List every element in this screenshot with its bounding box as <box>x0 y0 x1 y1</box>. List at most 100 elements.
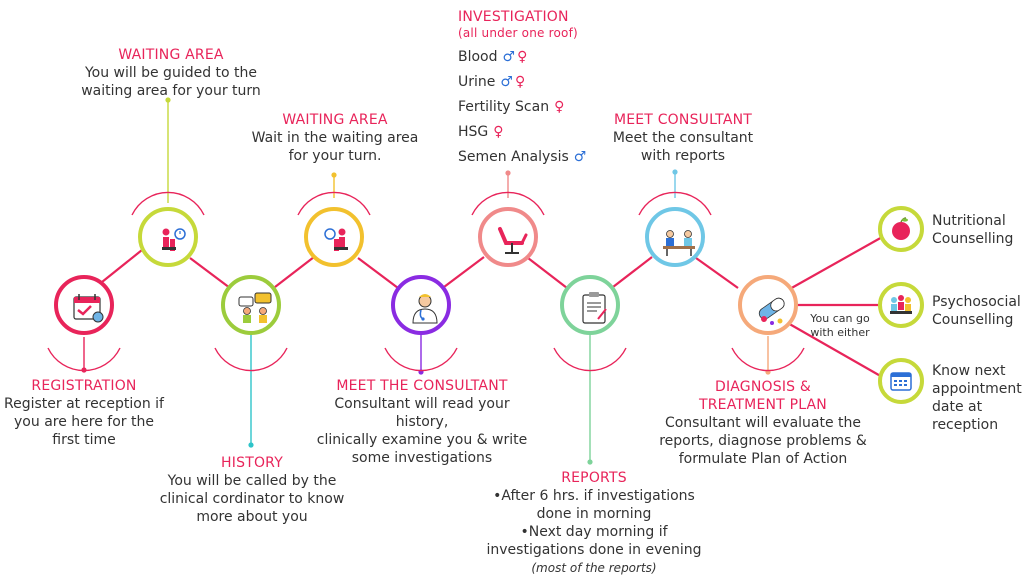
step-line: some investigations <box>351 450 493 466</box>
step-title: MEET THE CONSULTANT <box>336 378 508 394</box>
reports-text: REPORTS •After 6 hrs. if investigations … <box>476 469 712 577</box>
female-symbol-icon: ♀ <box>554 99 565 115</box>
calendar-icon <box>890 372 912 391</box>
history-text: HISTORY You will be called by the clinic… <box>146 454 358 526</box>
connector-line <box>785 321 885 379</box>
investigation-item: Semen Analysis♂ <box>458 145 628 170</box>
either-note-line: You can go <box>810 312 870 325</box>
halo-arc <box>47 347 121 372</box>
investigation-item: Urine♂♀ <box>458 70 628 95</box>
step-line: first time <box>52 432 116 448</box>
investigation-node <box>478 207 538 267</box>
leader-dot <box>248 442 254 448</box>
step-line: investigations done in evening <box>486 542 702 558</box>
male-symbol-icon: ♂ <box>573 149 587 165</box>
investigation-item: Fertility Scan♀ <box>458 95 628 120</box>
step-line: You will be called by the <box>167 473 337 489</box>
step-line: you are here for the <box>14 414 154 430</box>
option-line: Counselling <box>932 312 1014 328</box>
step-line: You will be guided to the <box>84 65 258 81</box>
investigation-list: Blood♂♀Urine♂♀Fertility Scan♀HSG♀Semen A… <box>458 45 628 170</box>
reports-node <box>560 275 620 335</box>
halo-arc <box>384 347 458 372</box>
meet-consultant-1-text: MEET THE CONSULTANT Consultant will read… <box>306 377 538 467</box>
either-note-line: with either <box>810 326 870 339</box>
apple-icon <box>892 217 910 240</box>
option-line: Know next <box>932 363 1006 379</box>
gynecology-chair-icon <box>498 227 528 254</box>
option-line: Nutritional <box>932 213 1006 229</box>
consultation-table-icon <box>663 230 695 256</box>
nutritional-option-node <box>878 206 924 252</box>
step-line: done in morning <box>536 506 652 522</box>
option-line: date at <box>932 399 983 415</box>
investigation-item: HSG♀ <box>458 120 628 145</box>
leader-dot <box>165 97 171 103</box>
investigation-text: INVESTIGATION (all under one roof) Blood… <box>458 8 628 170</box>
connector-line <box>357 257 399 289</box>
step-title: REGISTRATION <box>31 378 137 394</box>
connector-line <box>189 257 231 289</box>
investigation-item-label: Urine <box>458 74 496 90</box>
halo-arc <box>638 191 712 216</box>
halo-arc <box>471 191 545 216</box>
step-note: (most of the reports) <box>531 561 657 575</box>
male-symbol-icon: ♂ <box>502 49 516 65</box>
waiting-chair-icon <box>162 228 186 251</box>
female-symbol-icon: ♀ <box>514 74 526 90</box>
halo-arc <box>131 191 205 216</box>
investigation-item-label: Blood <box>458 49 498 65</box>
connector-line <box>787 235 885 291</box>
conversation-icon <box>238 292 272 323</box>
psychosocial-option-text: Psychosocial Counselling <box>932 293 1024 329</box>
step-title: MEET CONSULTANT <box>613 112 753 128</box>
step-line: with reports <box>640 148 726 164</box>
either-note: You can go with either <box>802 312 878 340</box>
meet-consultant-1-node <box>391 275 451 335</box>
meet-consultant-2-node <box>645 207 705 267</box>
connector-line <box>612 256 653 288</box>
connector-line <box>101 245 148 283</box>
step-title: INVESTIGATION <box>458 9 569 25</box>
waiting-area-2-text: WAITING AREA Wait in the waiting area fo… <box>250 111 420 165</box>
registration-node <box>54 275 114 335</box>
registration-text: REGISTRATION Register at reception if yo… <box>4 377 164 449</box>
step-line: Register at reception if <box>4 396 164 412</box>
appointment-option-text: Know next appointment date at reception <box>932 362 1024 434</box>
psychosocial-option-node <box>878 282 924 328</box>
nutritional-option-text: Nutritional Counselling <box>932 212 1024 248</box>
step-line: •Next day morning if <box>520 524 668 540</box>
investigation-item-label: Semen Analysis <box>458 149 569 165</box>
group-counselling-icon <box>890 295 912 314</box>
doctor-icon <box>412 294 438 324</box>
leader-dot <box>672 169 678 175</box>
leader-dot <box>505 170 511 176</box>
step-title: WAITING AREA <box>282 112 388 128</box>
history-node <box>221 275 281 335</box>
step-line: clinically examine you & write <box>316 432 528 448</box>
waiting-area-1-node <box>138 207 198 267</box>
step-title: WAITING AREA <box>118 47 224 63</box>
male-symbol-icon: ♂ <box>500 74 513 90</box>
pills-capsule-icon <box>758 297 785 325</box>
step-title: TREATMENT PLAN <box>699 397 827 413</box>
halo-arc <box>553 347 627 372</box>
clipboard-report-icon <box>582 292 607 324</box>
leader-dot <box>331 172 337 178</box>
step-line: Wait in the waiting area <box>251 130 419 146</box>
waiting-area-1-text: WAITING AREA You will be guided to the w… <box>76 46 266 100</box>
diagnosis-node <box>738 275 798 335</box>
step-line: formulate Plan of Action <box>678 451 848 467</box>
step-line: waiting area for your turn <box>81 83 261 99</box>
leader-dot <box>587 459 593 465</box>
halo-arc <box>731 347 805 372</box>
female-symbol-icon: ♀ <box>493 124 504 140</box>
halo-arc <box>214 347 288 372</box>
connector-line <box>274 256 315 288</box>
step-line: Consultant will evaluate the <box>664 415 862 431</box>
step-title: DIAGNOSIS & <box>714 379 812 395</box>
step-line: Consultant will read your history, <box>334 396 510 430</box>
appointment-option-node <box>878 358 924 404</box>
investigation-item-label: Fertility Scan <box>458 99 550 115</box>
